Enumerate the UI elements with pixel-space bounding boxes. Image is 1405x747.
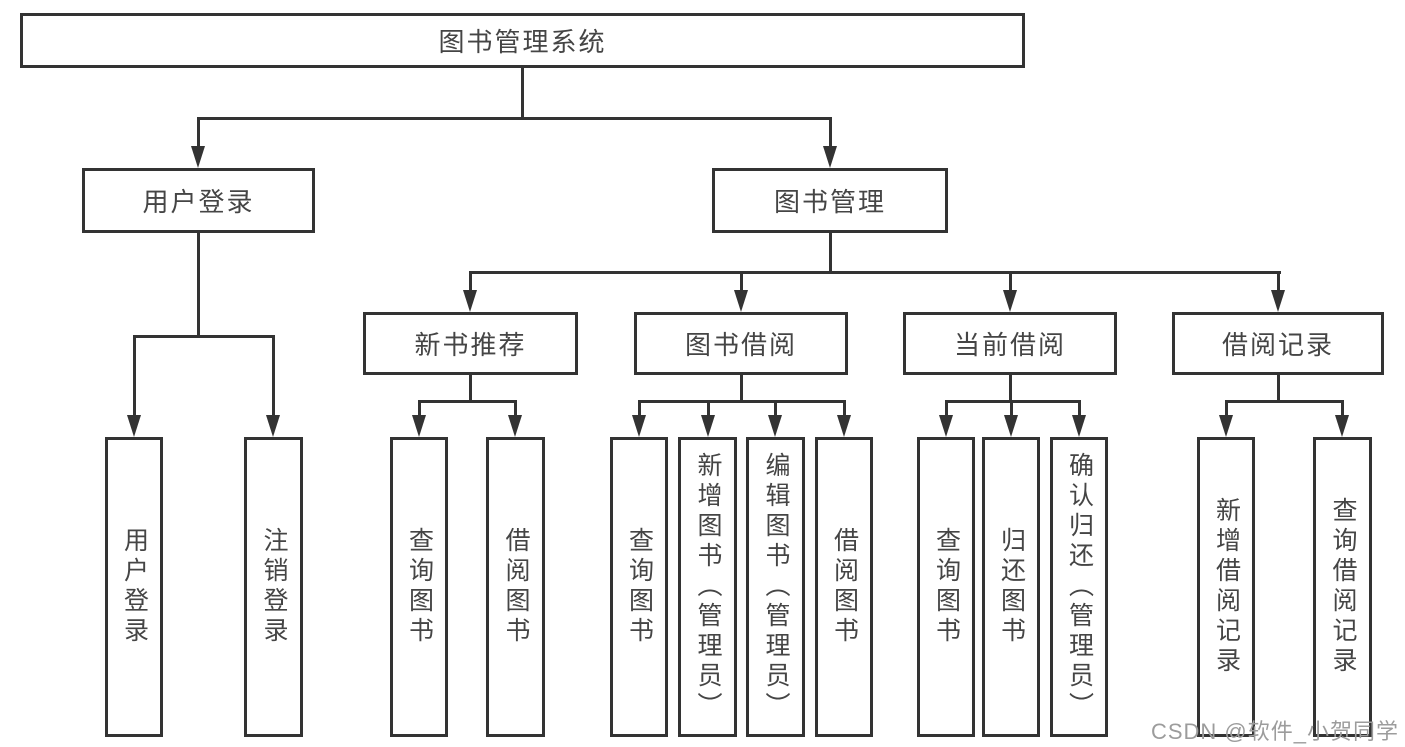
- leaf-current-return-books-label: 归还图书: [997, 527, 1026, 647]
- node-borrow-records-label: 借阅记录: [1221, 330, 1334, 360]
- leaf-current-query-books: 查询图书: [917, 437, 975, 737]
- edge-line: [638, 400, 846, 403]
- leaf-current-confirm-return-admin: 确认归还（管理员）: [1050, 437, 1108, 737]
- node-root-label: 图书管理系统: [438, 27, 607, 57]
- node-user-login-label: 用户登录: [142, 187, 255, 217]
- leaf-borrow-borrow-books-label: 借阅图书: [830, 527, 859, 647]
- leaf-recommend-borrow-books: 借阅图书: [486, 437, 545, 737]
- edge-line: [1277, 375, 1280, 403]
- edge-line: [272, 335, 275, 418]
- node-book-management-label: 图书管理: [773, 187, 886, 217]
- leaf-user-login-label: 用户登录: [120, 527, 149, 647]
- edge-line: [707, 400, 710, 418]
- node-borrow-records: 借阅记录: [1172, 312, 1384, 375]
- arrow-down-icon: [734, 290, 748, 312]
- edge-line: [418, 400, 421, 418]
- edge-line: [1010, 400, 1013, 418]
- edge-line: [1277, 271, 1280, 293]
- arrow-down-icon: [508, 415, 522, 437]
- arrow-down-icon: [463, 290, 477, 312]
- arrow-down-icon: [1219, 415, 1233, 437]
- edge-line: [843, 400, 846, 418]
- leaf-borrow-add-books-admin-label: 新增图书（管理员）: [694, 452, 722, 722]
- edge-line: [514, 400, 517, 418]
- edge-line: [1225, 400, 1228, 418]
- arrow-down-icon: [1003, 290, 1017, 312]
- arrow-down-icon: [768, 415, 782, 437]
- arrow-down-icon: [837, 415, 851, 437]
- csdn-watermark: CSDN @软件_小贺同学: [1150, 719, 1399, 744]
- edge-line: [1009, 375, 1012, 403]
- leaf-borrow-edit-books-admin: 编辑图书（管理员）: [746, 437, 805, 737]
- node-current-borrow-label: 当前借阅: [953, 330, 1066, 360]
- edge-line: [1225, 400, 1344, 403]
- edge-line: [197, 117, 832, 120]
- edge-line: [1078, 400, 1081, 418]
- arrow-down-icon: [127, 415, 141, 437]
- leaf-current-query-books-label: 查询图书: [932, 527, 961, 647]
- leaf-user-login: 用户登录: [105, 437, 163, 737]
- node-user-login: 用户登录: [82, 168, 315, 233]
- node-current-borrow: 当前借阅: [903, 312, 1117, 375]
- leaf-borrow-add-books-admin: 新增图书（管理员）: [678, 437, 737, 737]
- leaf-borrow-borrow-books: 借阅图书: [815, 437, 873, 737]
- edge-line: [521, 68, 524, 118]
- edge-line: [469, 375, 472, 403]
- node-book-borrow: 图书借阅: [634, 312, 848, 375]
- edge-line: [1009, 271, 1012, 293]
- edge-line: [197, 233, 200, 337]
- leaf-records-query-record: 查询借阅记录: [1313, 437, 1372, 737]
- edge-line: [829, 233, 832, 274]
- edge-line: [469, 271, 472, 293]
- leaf-current-return-books: 归还图书: [982, 437, 1040, 737]
- leaf-records-add-record-label: 新增借阅记录: [1212, 497, 1241, 677]
- leaf-logout: 注销登录: [244, 437, 303, 737]
- edge-line: [945, 400, 948, 418]
- leaf-borrow-query-books: 查询图书: [610, 437, 668, 737]
- arrow-down-icon: [191, 146, 205, 168]
- edge-line: [638, 400, 641, 418]
- arrow-down-icon: [1004, 415, 1018, 437]
- arrow-down-icon: [632, 415, 646, 437]
- node-root: 图书管理系统: [20, 13, 1025, 68]
- node-book-borrow-label: 图书借阅: [684, 330, 797, 360]
- leaf-borrow-edit-books-admin-label: 编辑图书（管理员）: [762, 452, 790, 722]
- leaf-recommend-query-books: 查询图书: [390, 437, 448, 737]
- edge-line: [945, 400, 1081, 403]
- edge-line: [133, 335, 275, 338]
- arrow-down-icon: [823, 146, 837, 168]
- leaf-recommend-borrow-books-label: 借阅图书: [502, 527, 530, 647]
- node-book-management: 图书管理: [712, 168, 948, 233]
- arrow-down-icon: [1335, 415, 1349, 437]
- edge-line: [1341, 400, 1344, 418]
- arrow-down-icon: [701, 415, 715, 437]
- leaf-borrow-query-books-label: 查询图书: [625, 527, 654, 647]
- leaf-records-query-record-label: 查询借阅记录: [1329, 497, 1357, 677]
- arrow-down-icon: [939, 415, 953, 437]
- edge-line: [197, 117, 200, 149]
- node-new-book-recommend: 新书推荐: [363, 312, 578, 375]
- arrow-down-icon: [1072, 415, 1086, 437]
- arrow-down-icon: [1271, 290, 1285, 312]
- leaf-records-add-record: 新增借阅记录: [1197, 437, 1255, 737]
- arrow-down-icon: [412, 415, 426, 437]
- leaf-current-confirm-return-admin-label: 确认归还（管理员）: [1065, 452, 1094, 722]
- edge-line: [133, 335, 136, 418]
- edge-line: [418, 400, 517, 403]
- leaf-logout-label: 注销登录: [260, 527, 288, 647]
- edge-line: [829, 117, 832, 149]
- leaf-recommend-query-books-label: 查询图书: [405, 527, 434, 647]
- edge-line: [774, 400, 777, 418]
- edge-line: [740, 375, 743, 403]
- node-new-book-recommend-label: 新书推荐: [414, 330, 527, 360]
- arrow-down-icon: [266, 415, 280, 437]
- edge-line: [469, 271, 1281, 274]
- edge-line: [740, 271, 743, 293]
